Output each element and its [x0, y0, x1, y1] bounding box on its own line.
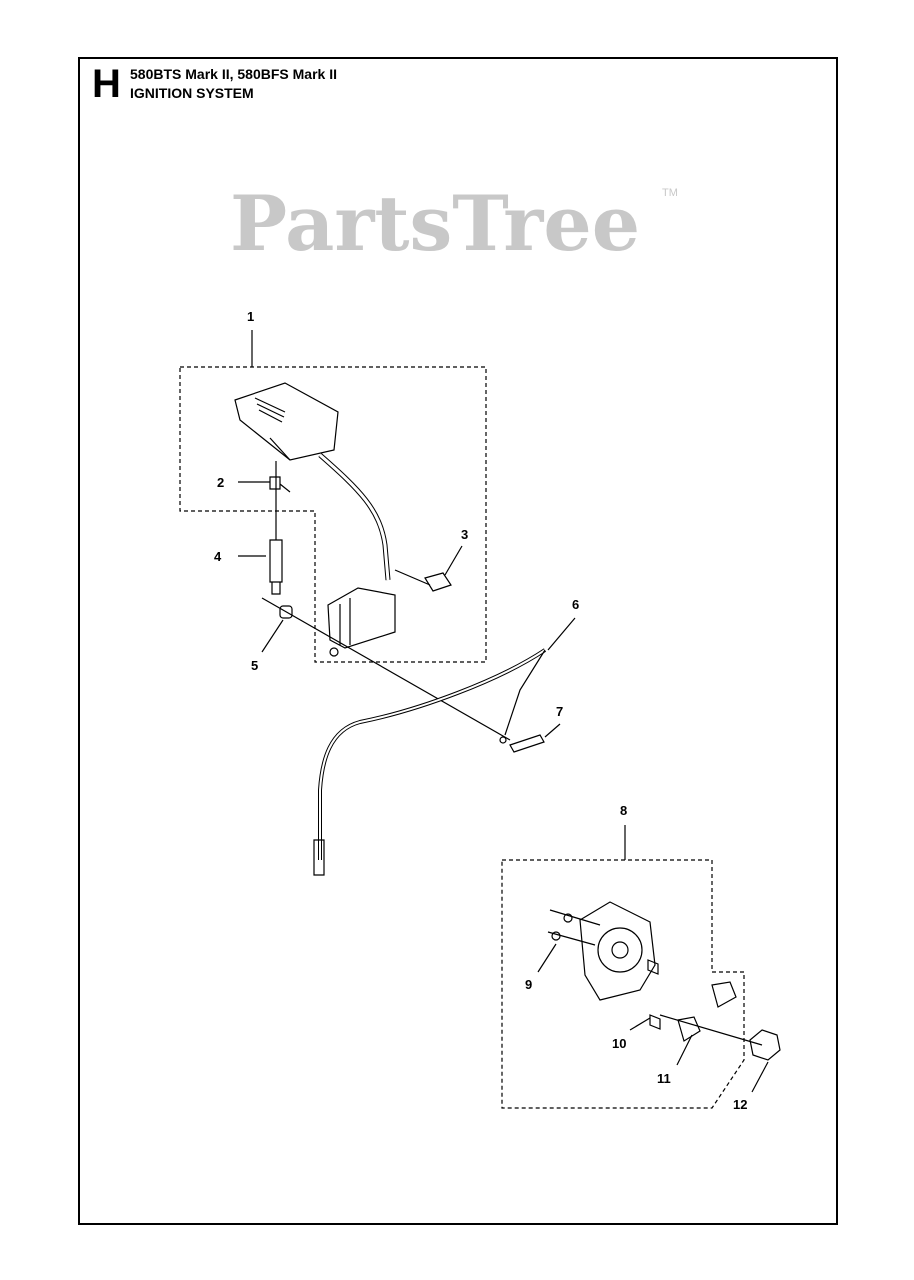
group-1-outline — [179, 366, 487, 663]
nut — [749, 1029, 781, 1061]
spring-clip — [269, 476, 291, 493]
section-title: IGNITION SYSTEM — [130, 85, 254, 101]
watermark: PartsTree — [230, 179, 640, 268]
callout-2: 2 — [217, 475, 224, 490]
callout-1: 1 — [247, 309, 254, 324]
spark-plug-boot — [234, 382, 339, 461]
ground-lead — [318, 648, 547, 860]
spacer — [279, 605, 293, 619]
callout-labels: 1 2 3 4 5 6 7 8 9 10 11 12 — [214, 309, 747, 1112]
pawl — [677, 981, 737, 1042]
callout-6: 6 — [572, 597, 579, 612]
pawl-spring — [647, 959, 661, 1030]
clamp — [424, 572, 452, 592]
callout-3: 3 — [461, 527, 468, 542]
connector — [313, 839, 325, 876]
callout-10: 10 — [612, 1036, 626, 1051]
callout-12: 12 — [733, 1097, 747, 1112]
callout-11: 11 — [657, 1071, 671, 1086]
group-8-outline — [501, 859, 745, 1109]
flywheel — [579, 901, 656, 1001]
callout-4: 4 — [214, 549, 222, 564]
callout-7: 7 — [556, 704, 563, 719]
callout-9: 9 — [525, 977, 532, 992]
diagram-frame — [78, 57, 838, 1225]
section-letter: H — [92, 62, 121, 106]
model-title: 580BTS Mark II, 580BFS Mark II — [130, 66, 337, 82]
callout-8: 8 — [620, 803, 627, 818]
callout-5: 5 — [251, 658, 258, 673]
screw — [509, 734, 545, 753]
spark-plug — [269, 539, 283, 595]
watermark-tm: TM — [662, 187, 678, 199]
ignition-coil — [327, 587, 396, 657]
